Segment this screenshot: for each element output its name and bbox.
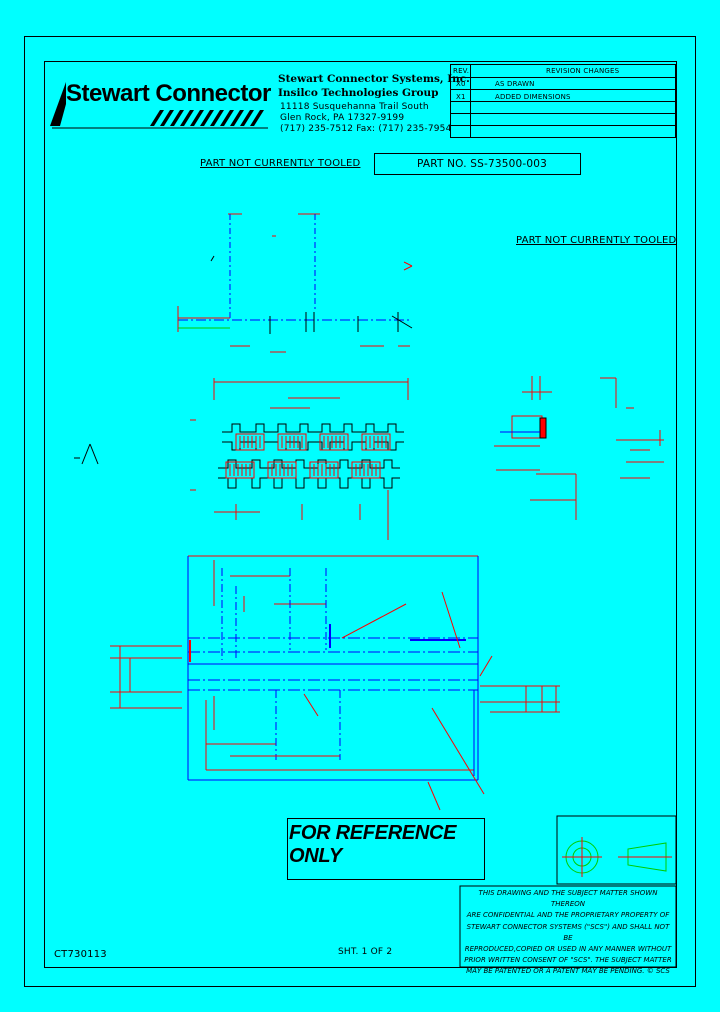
notice-line: ARE CONFIDENTIAL AND THE PROPRIETARY PRO…: [466, 911, 670, 920]
drawing-border: [44, 61, 677, 968]
notice-line: STEWART CONNECTOR SYSTEMS ("SCS") AND SH…: [466, 922, 670, 942]
revision-changes-header: REVISION CHANGES: [546, 67, 620, 75]
notice-line: MAY BE PATENTED OR A PATENT MAY BE PENDI…: [466, 967, 670, 976]
confidentiality-notice: THIS DRAWING AND THE SUBJECT MATTER SHOW…: [462, 888, 674, 978]
part-status-right: PART NOT CURRENTLY TOOLED: [516, 235, 677, 246]
notice-line: REPRODUCED,COPIED OR USED IN ANY MANNER …: [464, 945, 672, 954]
company-name: Stewart Connector Systems, Inc.: [278, 73, 470, 85]
sheet-number: SHT. 1 OF 2: [338, 947, 393, 957]
revision-table: REV. REVISION CHANGES X0 AS DRAWN X1 ADD…: [450, 64, 676, 138]
company-group: Insilco Technologies Group: [278, 87, 439, 99]
revision-change-cell: AS DRAWN: [495, 80, 535, 88]
rev-cell: X0: [456, 80, 466, 88]
sheet-border: [24, 36, 696, 987]
part-number-box: PART NO. SS-73500-003: [374, 153, 581, 175]
notice-line: PRIOR WRITTEN CONSENT OF "SCS". THE SUBJ…: [464, 956, 672, 965]
company-logo: Stewart Connector: [66, 80, 271, 107]
notice-line: THIS DRAWING AND THE SUBJECT MATTER SHOW…: [478, 889, 658, 909]
rev-cell: X1: [456, 93, 466, 101]
drawing-number: CT730113: [54, 949, 107, 960]
company-address-line1: 11118 Susquehanna Trail South: [280, 102, 429, 112]
revision-change-cell: ADDED DIMENSIONS: [495, 93, 571, 101]
reference-stamp-box: FOR REFERENCE ONLY: [287, 818, 485, 880]
reference-stamp: FOR REFERENCE ONLY: [289, 822, 457, 867]
part-number: PART NO. SS-73500-003: [417, 158, 548, 170]
rev-header: REV.: [453, 67, 470, 75]
company-address-line2: Glen Rock, PA 17327-9199: [280, 113, 405, 123]
company-phones: (717) 235-7512 Fax: (717) 235-7954: [280, 124, 452, 134]
part-status-left: PART NOT CURRENTLY TOOLED: [200, 158, 361, 169]
